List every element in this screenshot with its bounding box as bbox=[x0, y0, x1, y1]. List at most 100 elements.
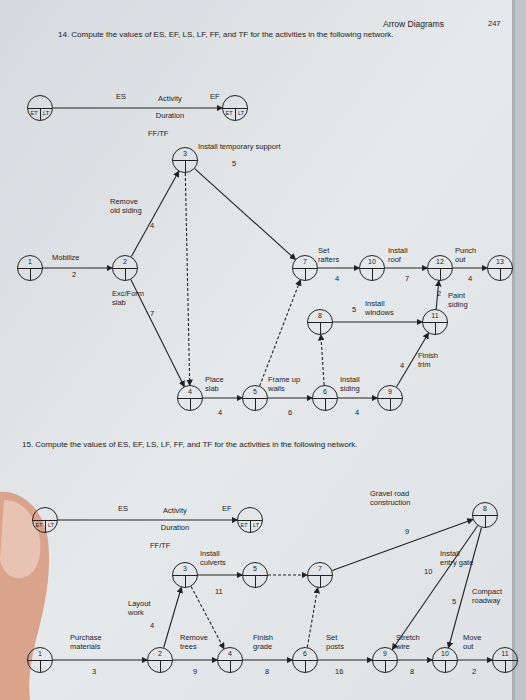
event-circle: 9 bbox=[372, 647, 398, 673]
activity-label: Set rafters bbox=[318, 247, 350, 264]
circle-divider bbox=[250, 520, 251, 532]
event-number: 1 bbox=[18, 258, 42, 266]
circle-divider bbox=[125, 268, 126, 280]
event-circle: 5 bbox=[242, 562, 268, 588]
circle-divider bbox=[40, 660, 41, 672]
event-circle: 2 bbox=[147, 647, 173, 673]
activity-label: Stretch wire bbox=[396, 634, 428, 651]
time-field: LT bbox=[40, 109, 52, 117]
event-number: 9 bbox=[373, 650, 397, 658]
duration-number: EF bbox=[210, 93, 220, 102]
page-edge bbox=[512, 0, 515, 700]
duration-number: 4 bbox=[400, 362, 404, 371]
activity-label: Layout work bbox=[128, 600, 158, 617]
event-circle: 12 bbox=[427, 255, 453, 281]
thumbnail bbox=[0, 500, 40, 578]
activity-label: Exc/Form slab bbox=[112, 290, 148, 307]
activity-arrow bbox=[243, 659, 292, 660]
activity-arrow bbox=[203, 397, 242, 398]
event-circle: 8 bbox=[307, 309, 333, 335]
circle-divider bbox=[325, 398, 326, 410]
duration-number: 8 bbox=[410, 668, 414, 677]
dummy-activity bbox=[307, 588, 317, 647]
circle-divider bbox=[255, 398, 256, 410]
event-circle: 7 bbox=[292, 255, 318, 281]
event-circle: 8 bbox=[472, 502, 498, 528]
dummy-activity bbox=[260, 280, 301, 386]
event-circle: 11 bbox=[422, 309, 448, 335]
duration-number: ES bbox=[116, 93, 126, 102]
activity-arrow bbox=[338, 397, 377, 398]
activity-arrow bbox=[318, 659, 372, 660]
circle-divider bbox=[500, 268, 501, 280]
event-circle: 10 bbox=[359, 255, 385, 281]
event-number: 7 bbox=[293, 258, 317, 266]
event-circle: 6 bbox=[312, 385, 338, 411]
time-field: LT bbox=[250, 521, 262, 529]
duration-number: 3 bbox=[92, 668, 96, 677]
activity-label: Activity bbox=[150, 507, 200, 516]
duration-number: 247 bbox=[488, 20, 501, 29]
paper bbox=[0, 0, 514, 700]
time-field: ET bbox=[238, 521, 250, 529]
event-number: 6 bbox=[313, 388, 337, 396]
circle-divider bbox=[320, 575, 321, 587]
event-number: 4 bbox=[178, 388, 202, 396]
event-circle: ETLT bbox=[237, 507, 263, 533]
event-circle: 6 bbox=[292, 647, 318, 673]
duration-number: 8 bbox=[265, 668, 269, 677]
activity-label: Place slab bbox=[205, 376, 235, 393]
event-circle: ETLT bbox=[222, 95, 248, 121]
activity-label: Install entry gate bbox=[440, 550, 476, 567]
activity-arrow bbox=[453, 267, 487, 268]
event-number: 10 bbox=[433, 650, 457, 658]
dummy-activity bbox=[321, 335, 324, 385]
duration-number: 6 bbox=[288, 409, 292, 418]
duration-number: 11 bbox=[215, 588, 223, 597]
event-number: 8 bbox=[308, 312, 332, 320]
exercise-text: 15. Compute the values of ES, EF, LS, LF… bbox=[22, 440, 502, 450]
event-circle: 3 bbox=[172, 562, 198, 588]
time-field: ET bbox=[33, 521, 45, 529]
activity-label: Activity bbox=[145, 95, 195, 104]
circle-divider bbox=[255, 575, 256, 587]
activity-arrow bbox=[164, 588, 182, 648]
circle-divider bbox=[385, 660, 386, 672]
event-circle: 5 bbox=[242, 385, 268, 411]
activity-arrow bbox=[318, 267, 359, 268]
event-circle: 4 bbox=[177, 385, 203, 411]
activity-label: Purchase materials bbox=[70, 634, 115, 651]
activity-arrow bbox=[333, 321, 422, 322]
event-circle: 11 bbox=[492, 647, 518, 673]
activity-label: Install culverts bbox=[200, 550, 240, 567]
event-circle: 7 bbox=[307, 562, 333, 588]
activity-arrow bbox=[458, 659, 492, 660]
circle-divider bbox=[305, 268, 306, 280]
event-circle: ETLT bbox=[27, 95, 53, 121]
circle-divider bbox=[45, 520, 46, 532]
activity-label: Install windows bbox=[365, 300, 405, 317]
duration-number: 4 bbox=[335, 275, 339, 284]
activity-label: Mobilize bbox=[52, 254, 92, 263]
notation-label: Duration bbox=[155, 524, 195, 533]
event-number: 5 bbox=[243, 565, 267, 573]
duration-number: ES bbox=[118, 505, 128, 514]
notation-label: FF/TF bbox=[150, 542, 170, 551]
duration-number: 4 bbox=[218, 409, 222, 418]
activity-label: Move out bbox=[463, 634, 491, 651]
event-circle: 1 bbox=[27, 647, 53, 673]
activity-arrow bbox=[268, 397, 312, 398]
event-number: 7 bbox=[308, 565, 332, 573]
duration-number: 2 bbox=[72, 271, 76, 280]
activity-label: Paint siding bbox=[448, 292, 478, 309]
event-circle: 13 bbox=[487, 255, 513, 281]
thumb bbox=[0, 492, 49, 700]
event-number: 9 bbox=[378, 388, 402, 396]
event-number: 2 bbox=[148, 650, 172, 658]
circle-divider bbox=[445, 660, 446, 672]
duration-number: 10 bbox=[424, 568, 432, 577]
notation-label: Duration bbox=[150, 112, 190, 121]
circle-divider bbox=[185, 575, 186, 587]
activity-label: Gravel road construction bbox=[370, 490, 425, 507]
